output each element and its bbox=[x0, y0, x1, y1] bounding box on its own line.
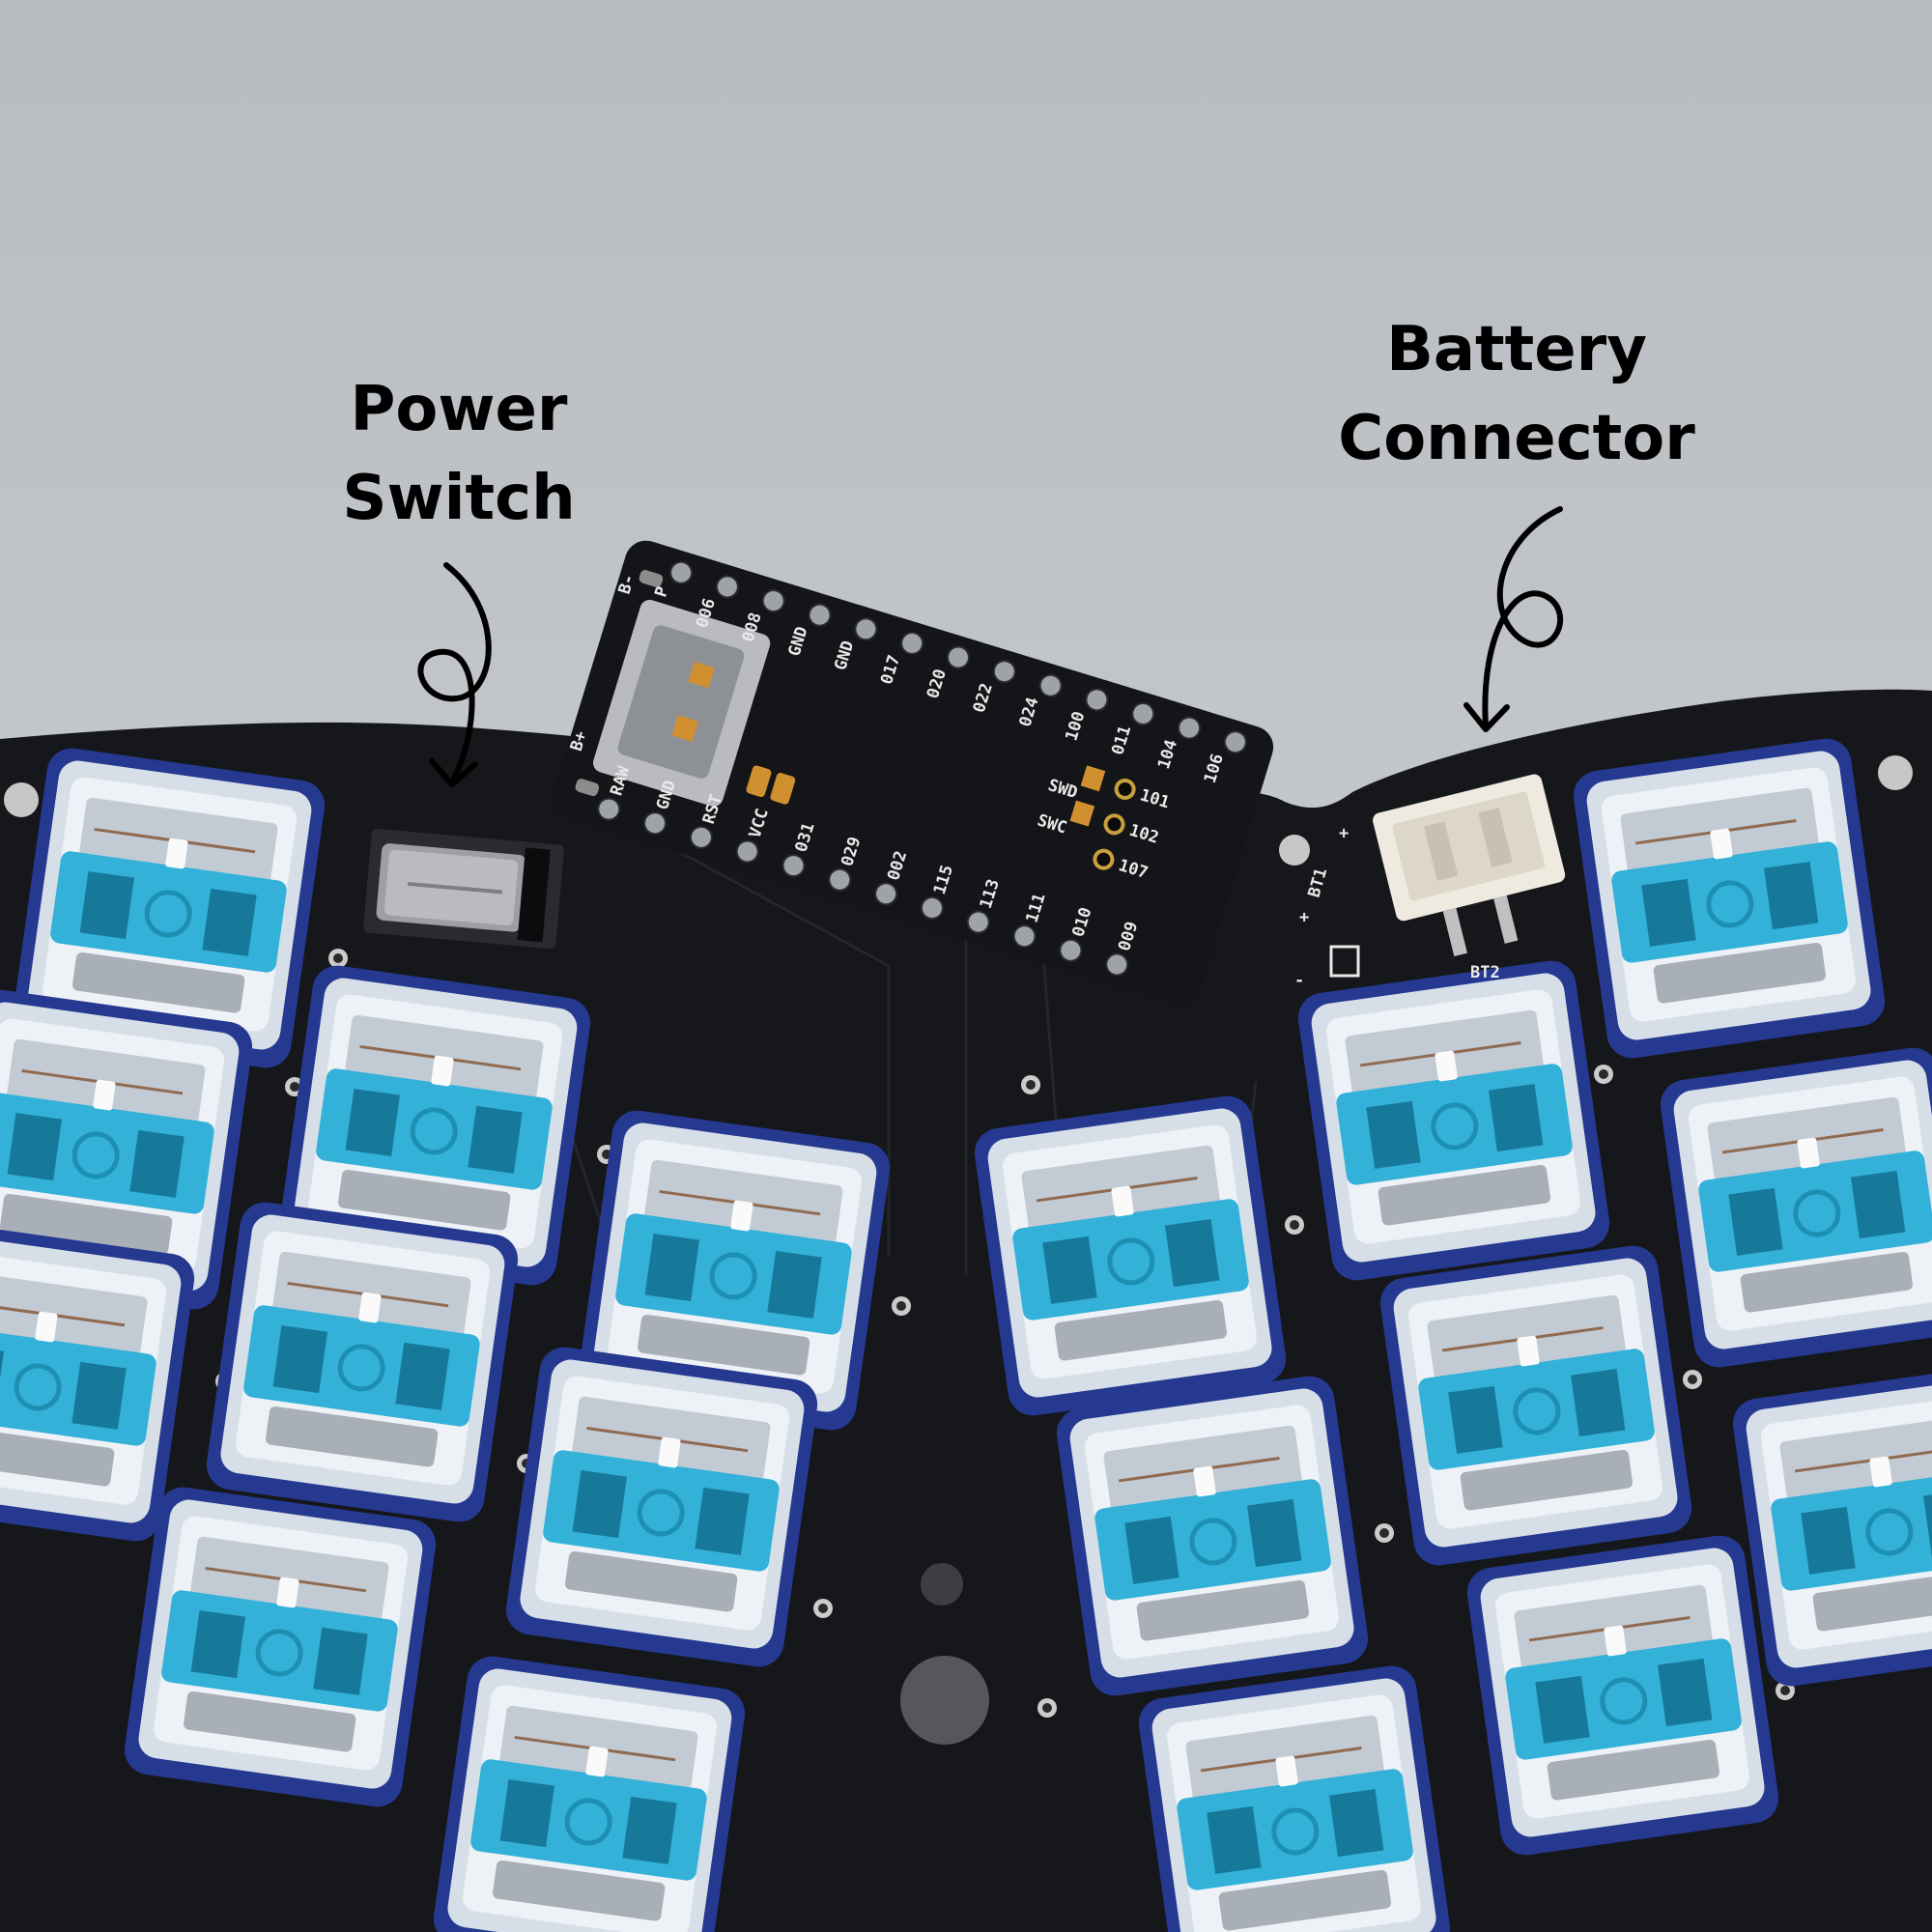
battery-connector-label: Battery Connector bbox=[1323, 305, 1710, 483]
key-switch bbox=[122, 1484, 440, 1809]
key-switch bbox=[1295, 957, 1613, 1283]
battery-connector-label-line1: Battery bbox=[1386, 314, 1647, 385]
power-switch-component bbox=[363, 828, 564, 950]
bottom-header-pins bbox=[597, 797, 1129, 977]
key-switch bbox=[1571, 735, 1889, 1061]
svg-text:+: + bbox=[1339, 824, 1349, 843]
key-switch bbox=[1378, 1242, 1695, 1568]
key-switch bbox=[1054, 1373, 1372, 1698]
svg-text:-: - bbox=[1294, 971, 1304, 990]
power-switch-label-line2: Switch bbox=[342, 463, 576, 534]
top-pin-labels: P 006 008 GND GND 017 020 022 024 100 01… bbox=[651, 584, 1228, 785]
key-switch bbox=[503, 1344, 821, 1669]
battery-connector-component bbox=[1373, 774, 1566, 956]
power-switch-label-line1: Power bbox=[350, 374, 568, 445]
battery-silkscreen: BT1 + - BT2 + bbox=[1294, 824, 1500, 990]
mounting-holes bbox=[4, 755, 1913, 1745]
key-switch bbox=[972, 1093, 1290, 1418]
key-switch bbox=[204, 1199, 522, 1524]
power-switch-arrowhead-icon bbox=[429, 758, 478, 787]
power-switch-label: Power Switch bbox=[319, 365, 599, 543]
battery-connector-arrowhead-icon bbox=[1463, 702, 1510, 732]
key-switch bbox=[1136, 1662, 1454, 1932]
microcontroller-board: P 006 008 GND GND 017 020 022 024 100 01… bbox=[552, 540, 1274, 1006]
power-switch-arrow-icon bbox=[417, 562, 492, 785]
key-switch bbox=[1464, 1532, 1782, 1858]
battery-connector-arrow-icon bbox=[1482, 506, 1563, 729]
key-switch bbox=[431, 1653, 749, 1932]
top-header-pins bbox=[669, 560, 1247, 754]
key-switch bbox=[1658, 1044, 1932, 1370]
svg-text:+: + bbox=[1299, 908, 1309, 927]
battery-connector-label-line2: Connector bbox=[1338, 403, 1695, 474]
svg-text:BT2: BT2 bbox=[1470, 963, 1500, 982]
